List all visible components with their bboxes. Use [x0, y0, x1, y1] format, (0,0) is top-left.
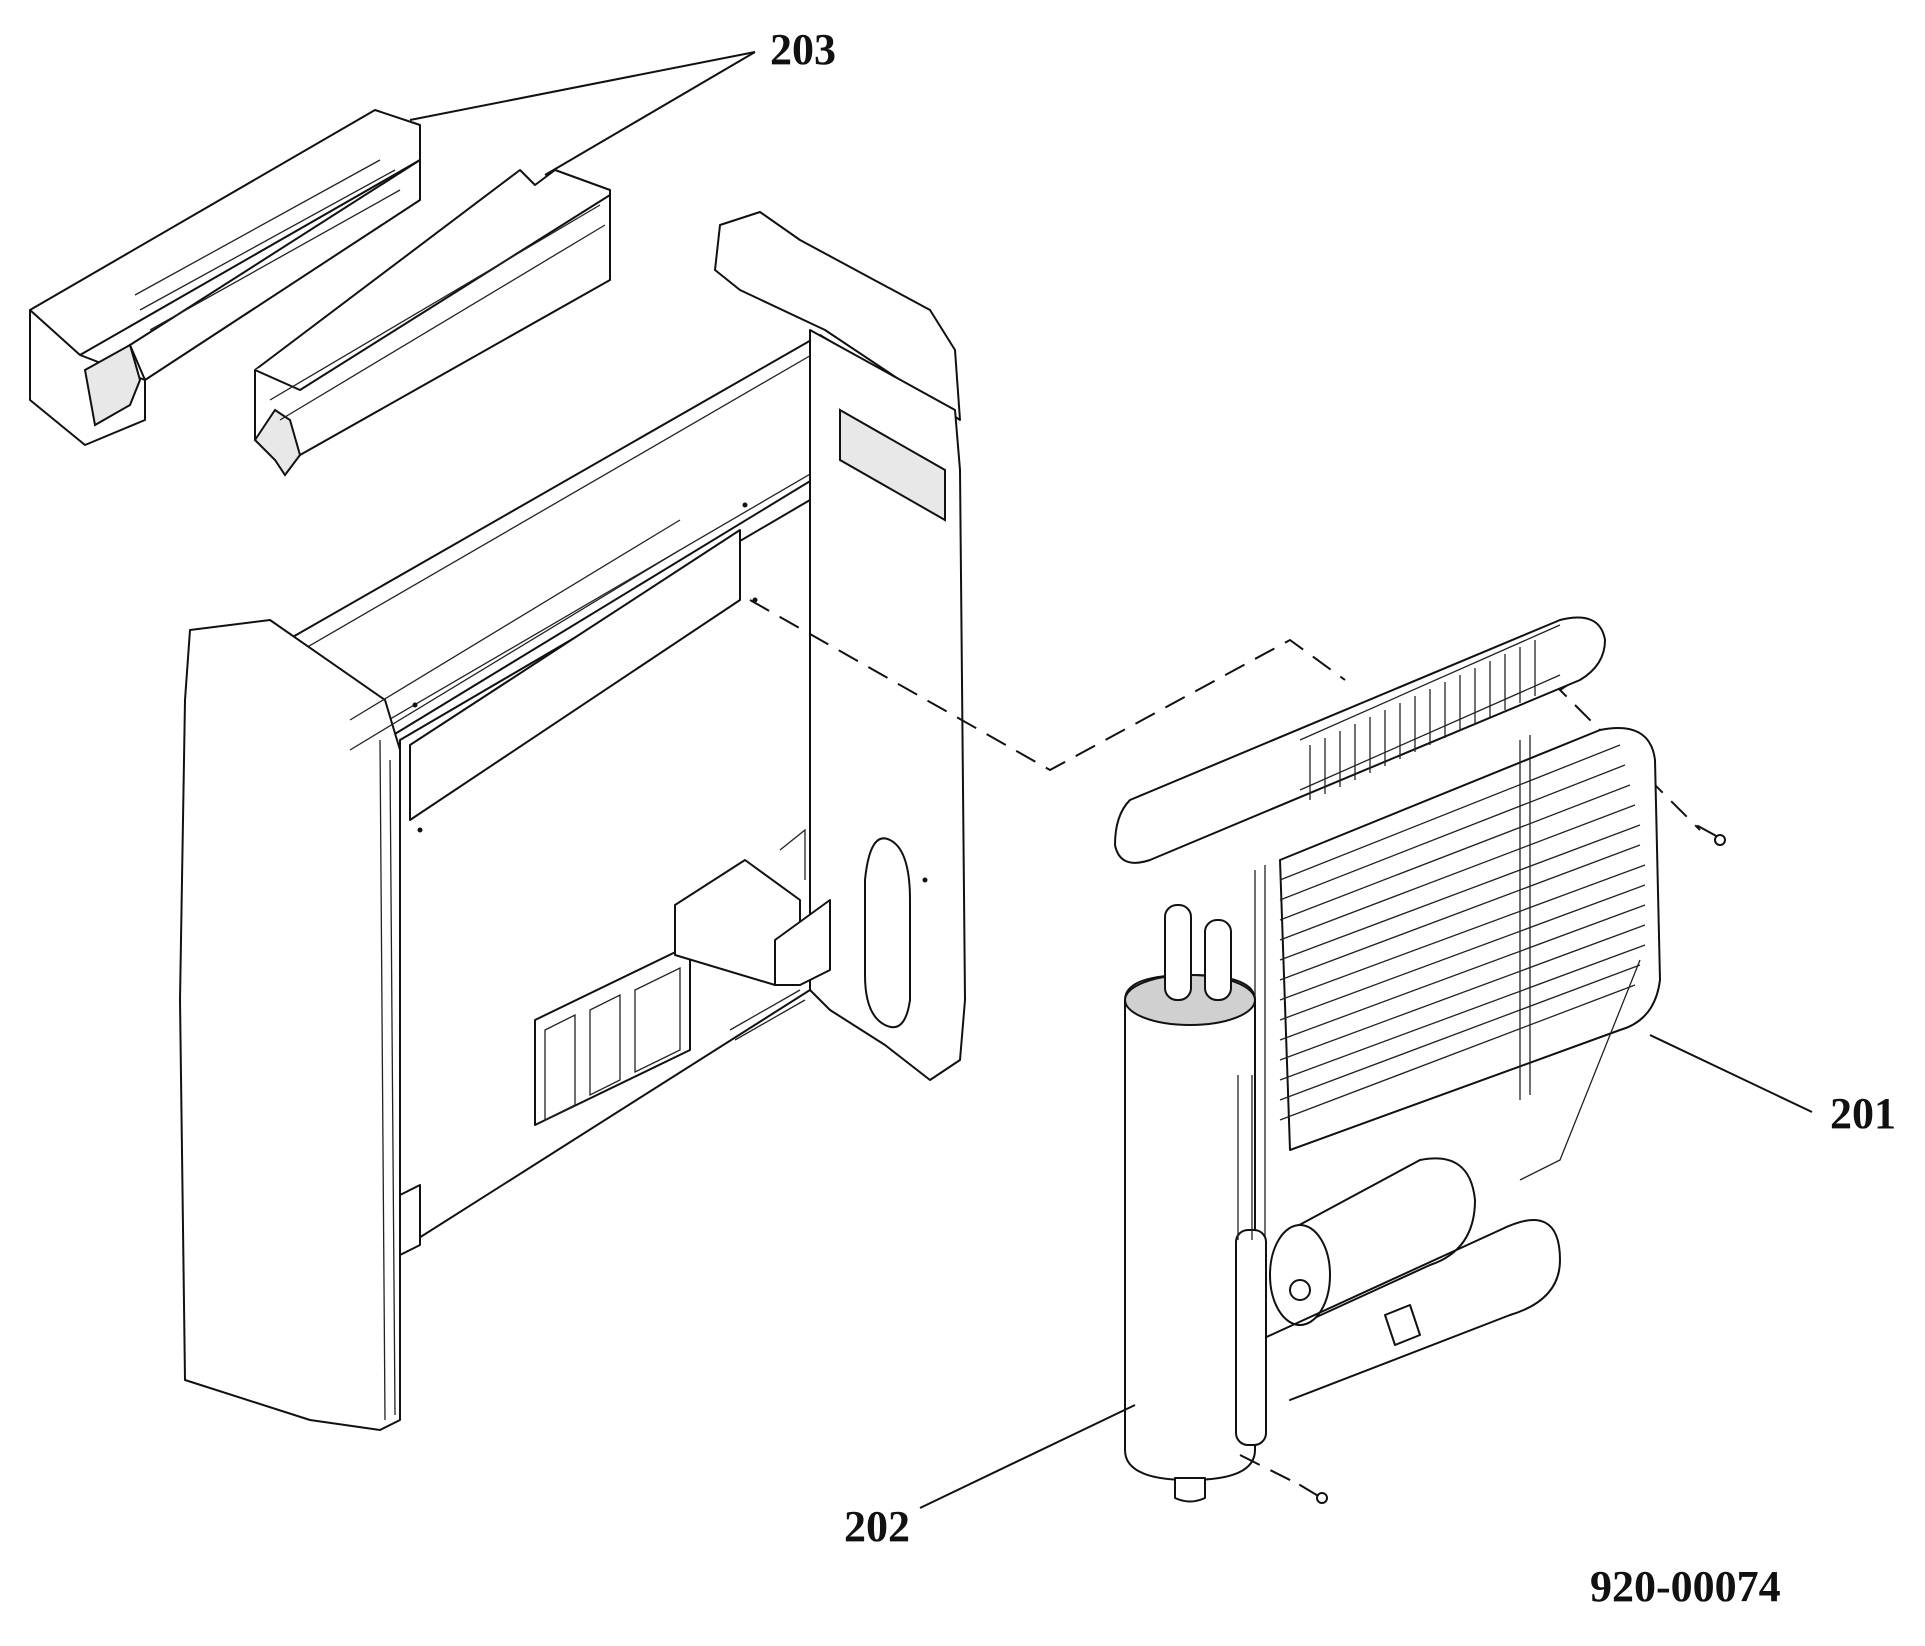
leader-202: [919, 1404, 1136, 1509]
screw-icon: [1239, 1454, 1328, 1504]
cooling-unit-icon: [1114, 616, 1661, 1401]
drawing-number: 920-00074: [1590, 1562, 1781, 1611]
cabinet-frame-icon: [179, 211, 966, 1431]
leader-203-a: [409, 51, 756, 121]
leader-203-b: [544, 51, 756, 176]
callout-203: 203: [770, 25, 836, 74]
screw-icon: [1697, 825, 1726, 846]
absorber-tank-icon: [1124, 904, 1267, 1503]
callout-201: 201: [1830, 1089, 1896, 1138]
insulation-block-icon: [253, 169, 611, 477]
leader-201: [1649, 1034, 1813, 1113]
callout-202: 202: [844, 1502, 910, 1551]
insulation-block-icon: [29, 109, 421, 446]
